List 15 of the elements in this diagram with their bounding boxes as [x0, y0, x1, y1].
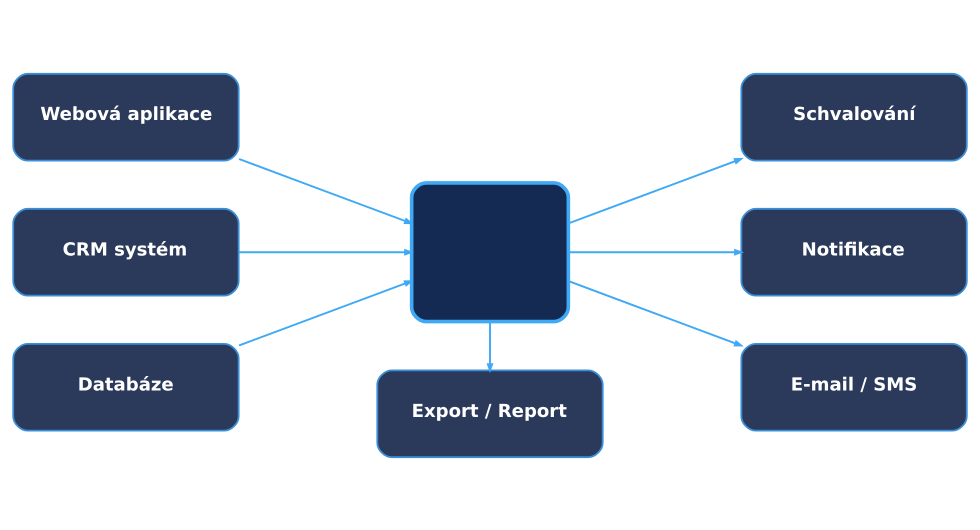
arrow — [568, 280, 744, 346]
node-box: Export / Report — [376, 368, 604, 458]
node-box: Schvalování — [740, 72, 968, 162]
arrow — [486, 321, 494, 373]
node-box: E-mail / SMS — [740, 342, 968, 432]
arrow — [238, 280, 414, 346]
node-box: Notifikace — [740, 207, 968, 296]
node-box: CRM systém — [12, 207, 240, 296]
node-box: Webová aplikace — [12, 72, 240, 162]
node-box — [410, 180, 570, 323]
node-box: Databáze — [12, 342, 240, 432]
arrow — [238, 158, 414, 224]
arrow — [568, 248, 744, 256]
arrow — [568, 157, 744, 224]
arrow — [239, 248, 414, 256]
